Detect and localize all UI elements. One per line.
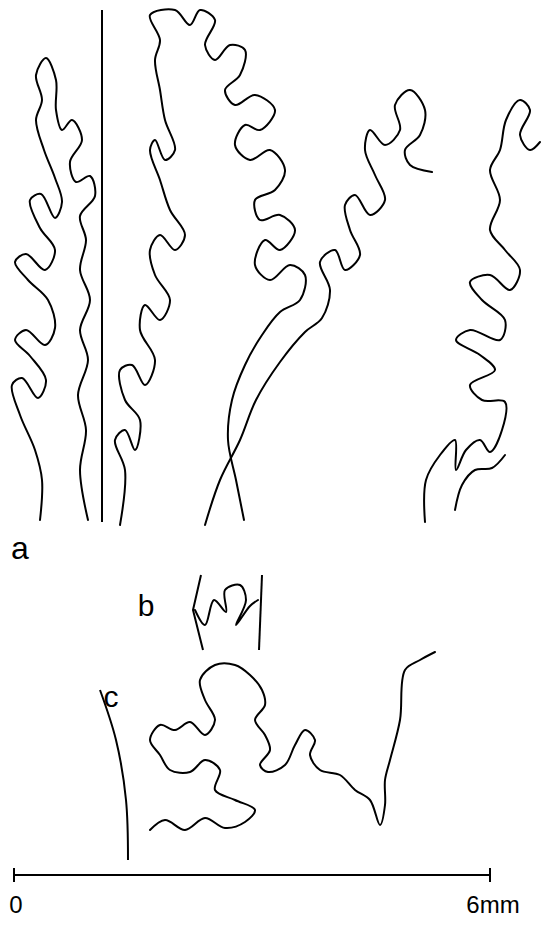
suture-line — [12, 58, 96, 520]
scale-bar — [489, 868, 491, 882]
suture-line — [205, 90, 432, 525]
suture-line — [195, 585, 258, 625]
suture-line — [150, 652, 435, 830]
axis-line — [259, 575, 262, 650]
panel-letter: b — [138, 591, 155, 621]
scale-value: 6mm — [466, 893, 519, 917]
scale-bar — [14, 874, 490, 876]
axis-line — [101, 10, 103, 522]
axis-line — [193, 575, 203, 650]
suture-line — [115, 9, 306, 525]
suture-line — [424, 100, 540, 522]
panel-letter: c — [104, 682, 119, 712]
scale-bar — [13, 868, 15, 882]
axis-line — [100, 690, 128, 860]
panel-letter: a — [11, 532, 29, 564]
suture-line — [455, 455, 505, 510]
scale-value: 0 — [9, 893, 22, 917]
